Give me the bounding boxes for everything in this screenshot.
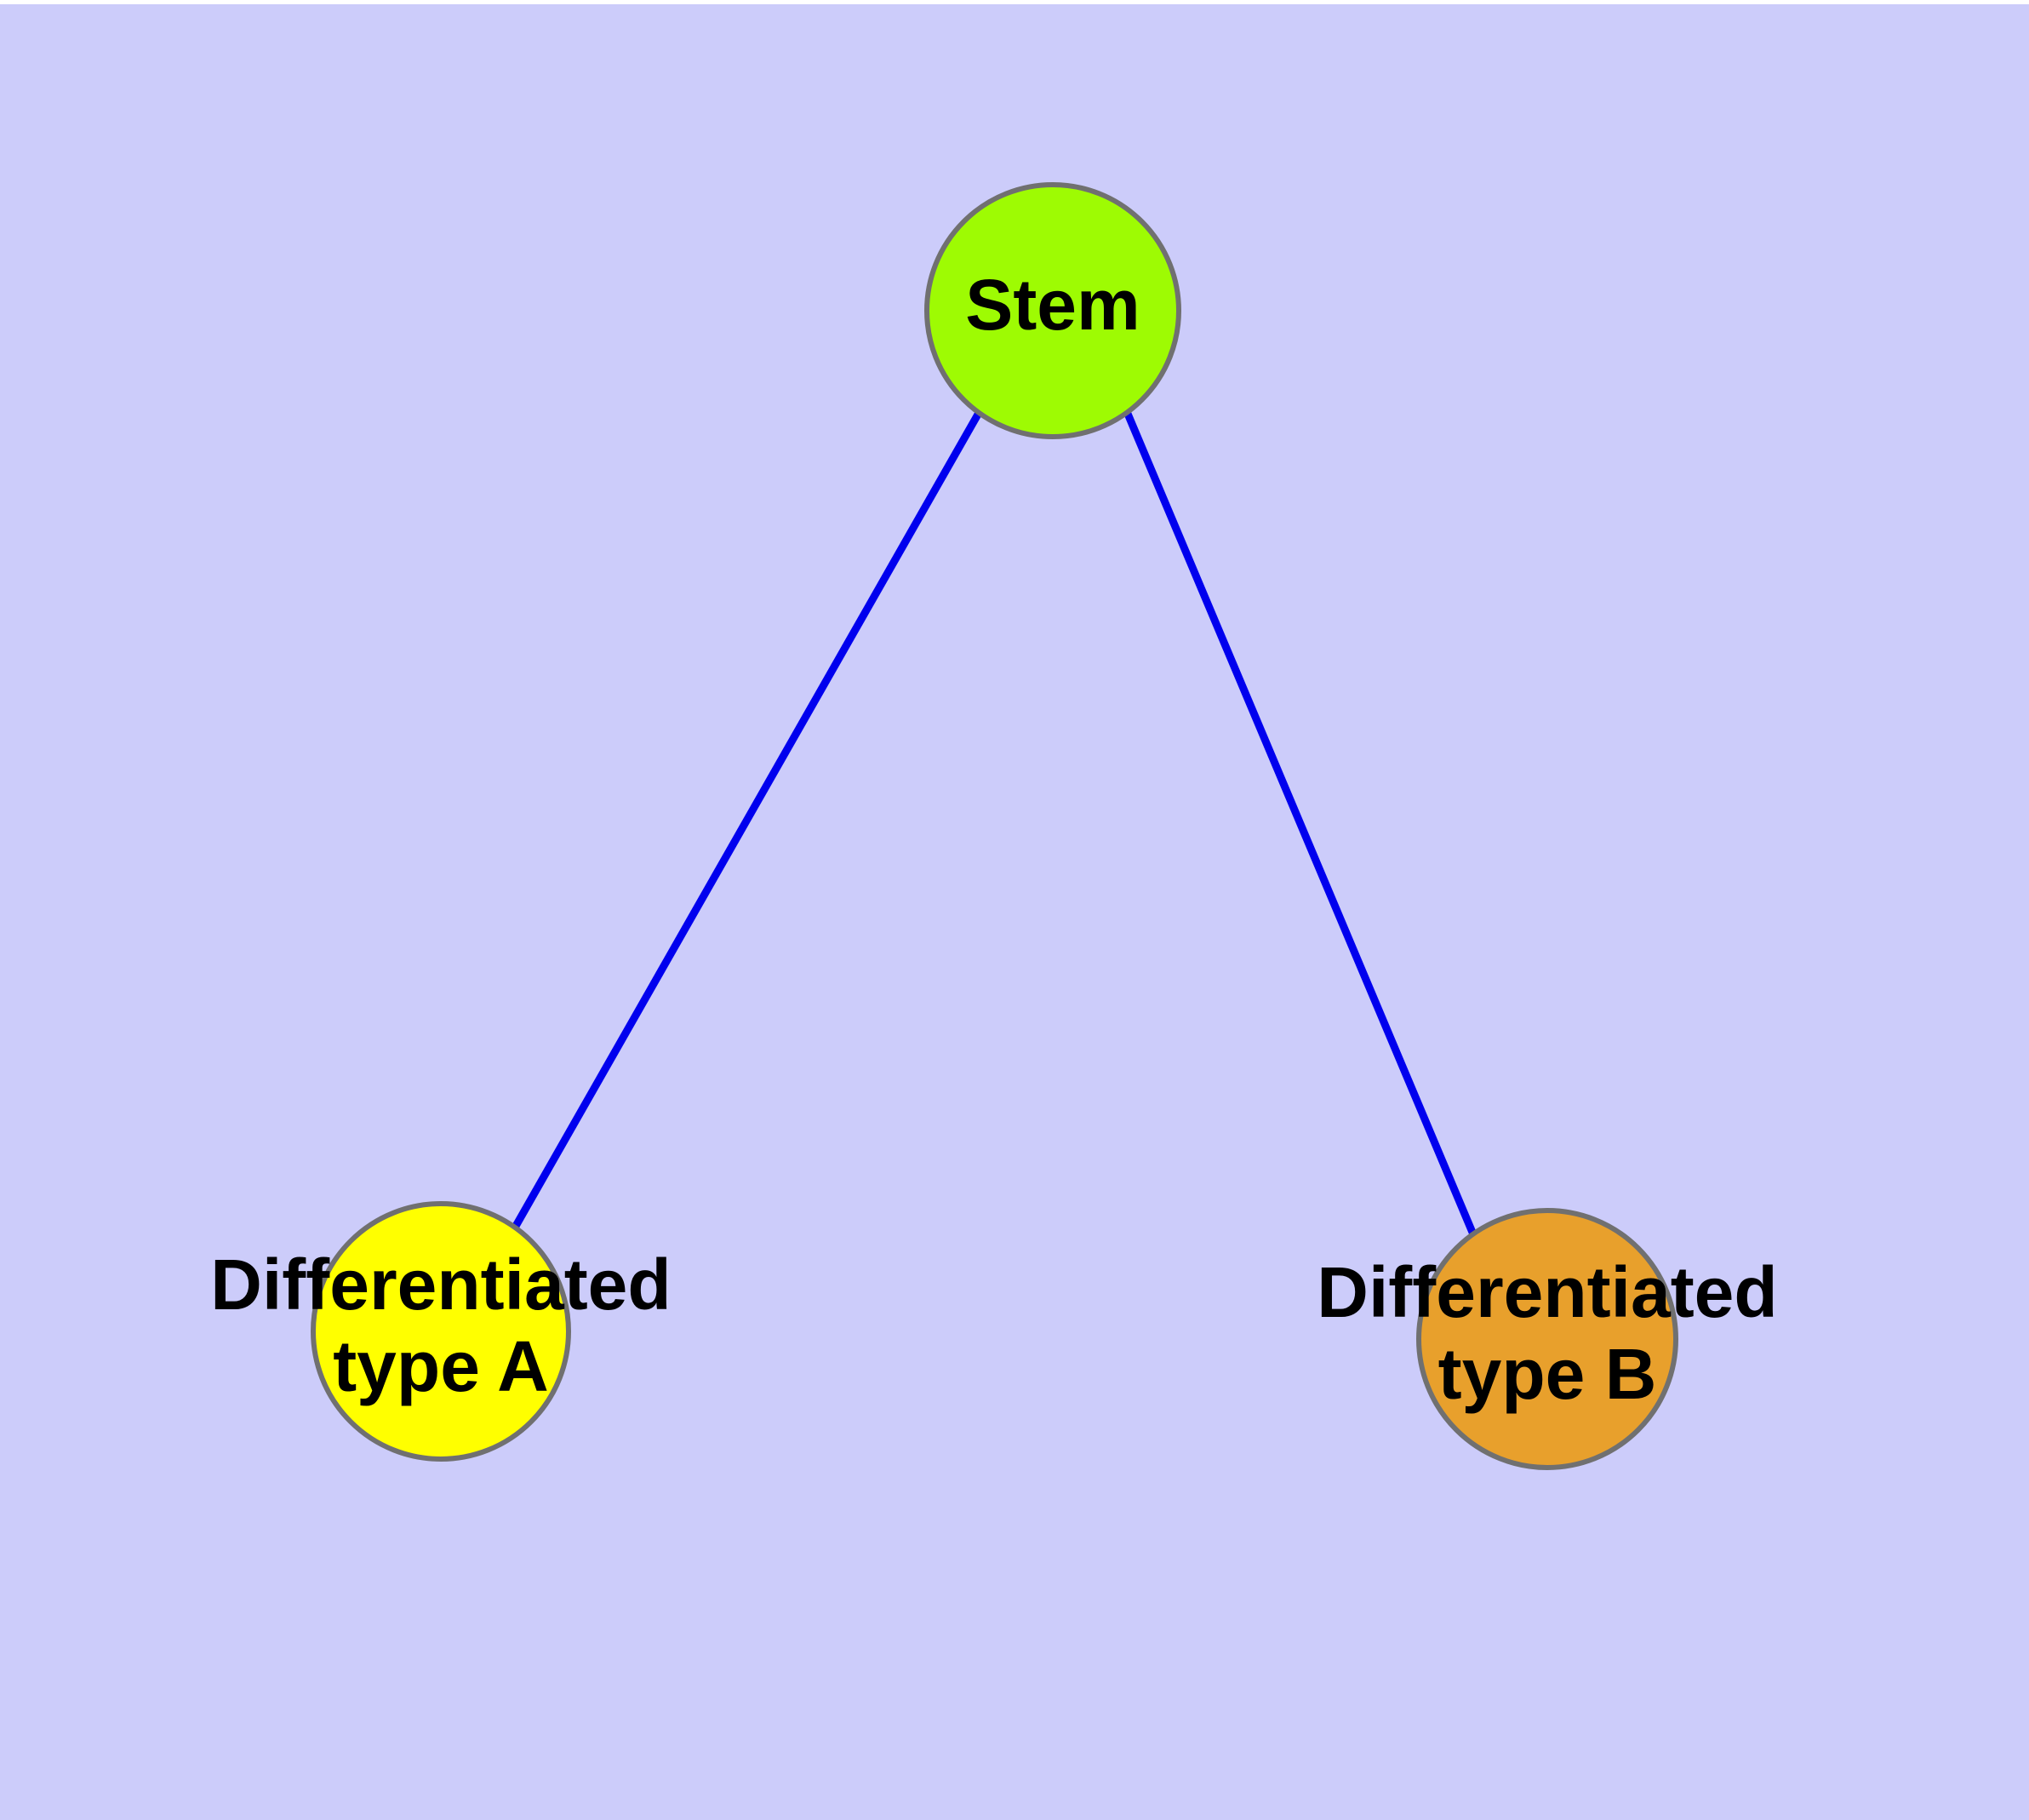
node-circle-stem[interactable] — [924, 182, 1181, 439]
node-label-stem: Stem — [965, 265, 1140, 345]
edge-stem-to-diff_a[interactable] — [512, 410, 982, 1230]
node-label-line: Differentiated — [1317, 1252, 1777, 1332]
node-circle-diff_a[interactable] — [311, 1201, 571, 1462]
node-label-line: Differentiated — [210, 1245, 671, 1325]
edges-layer — [512, 410, 1477, 1236]
node-label-line: Stem — [965, 265, 1140, 345]
node-circle-diff_b[interactable] — [1416, 1208, 1678, 1470]
edge-stem-to-diff_b[interactable] — [1123, 412, 1477, 1236]
nodes-layer — [311, 182, 1678, 1470]
node-label-line: type B — [1438, 1334, 1657, 1414]
node-label-line: type A — [333, 1326, 549, 1406]
